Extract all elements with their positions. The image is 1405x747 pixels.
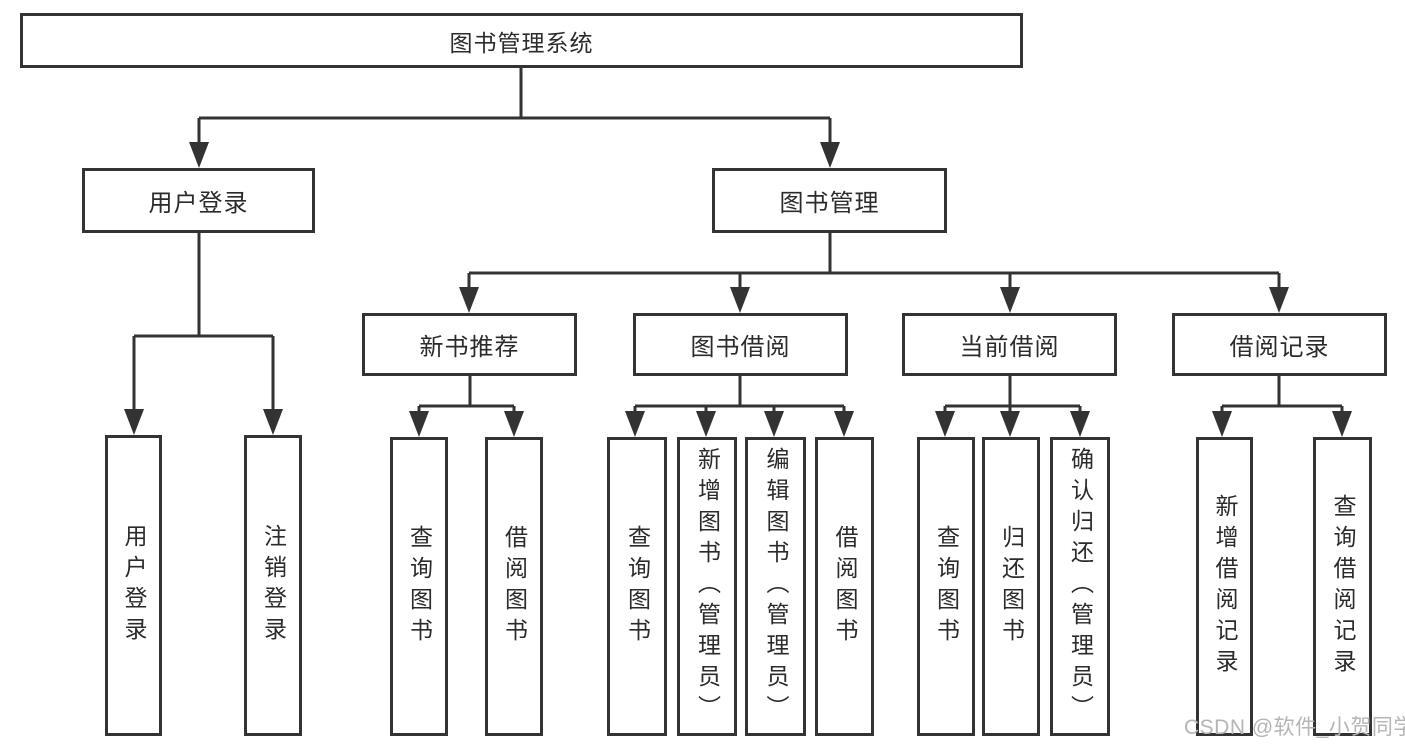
node-new-book-recommend: 新书推荐 [362, 313, 577, 376]
node-login-label: 用户登录 [121, 523, 147, 648]
node-borrowing-borrow-label: 借阅图书 [832, 524, 858, 649]
node-borrowing-borrow: 借阅图书 [815, 437, 874, 736]
node-records-query-label: 查询借阅记录 [1330, 493, 1356, 680]
node-borrowing-edit-admin-label: 编辑图书（管理员） [763, 447, 789, 726]
node-book-management: 图书管理 [712, 168, 947, 233]
node-logout: 注销登录 [244, 435, 302, 736]
node-book-borrowing: 图书借阅 [633, 313, 848, 376]
node-current-return: 归还图书 [982, 437, 1040, 736]
node-borrowing-add-admin-label: 新增图书（管理员） [694, 447, 721, 726]
watermark: CSDN @软件_小贺同学 [1184, 716, 1405, 739]
node-borrow-records: 借阅记录 [1172, 313, 1387, 376]
node-current-borrowing: 当前借阅 [902, 313, 1117, 376]
node-newbooks-borrow-label: 借阅图书 [501, 524, 528, 649]
node-current-confirm-return-admin-label: 确认归还（管理员） [1067, 447, 1094, 726]
node-newbooks-query-label: 查询图书 [406, 524, 433, 649]
node-logout-label: 注销登录 [260, 523, 287, 648]
node-borrowing-edit-admin: 编辑图书（管理员） [745, 437, 806, 736]
node-records-query: 查询借阅记录 [1313, 437, 1372, 736]
node-current-query: 查询图书 [917, 437, 975, 736]
node-login: 用户登录 [105, 435, 162, 736]
node-current-confirm-return-admin: 确认归还（管理员） [1050, 437, 1110, 736]
node-current-query-label: 查询图书 [933, 524, 960, 649]
node-records-add: 新增借阅记录 [1196, 437, 1253, 736]
node-borrowing-add-admin: 新增图书（管理员） [677, 437, 737, 736]
node-records-add-label: 新增借阅记录 [1212, 493, 1238, 680]
node-newbooks-query: 查询图书 [390, 437, 448, 736]
node-user-login: 用户登录 [82, 168, 315, 233]
node-current-return-label: 归还图书 [998, 524, 1025, 649]
node-borrowing-query-label: 查询图书 [624, 524, 651, 649]
node-borrowing-query: 查询图书 [607, 437, 667, 736]
node-newbooks-borrow: 借阅图书 [485, 437, 543, 736]
node-book-management-system: 图书管理系统 [20, 13, 1023, 68]
